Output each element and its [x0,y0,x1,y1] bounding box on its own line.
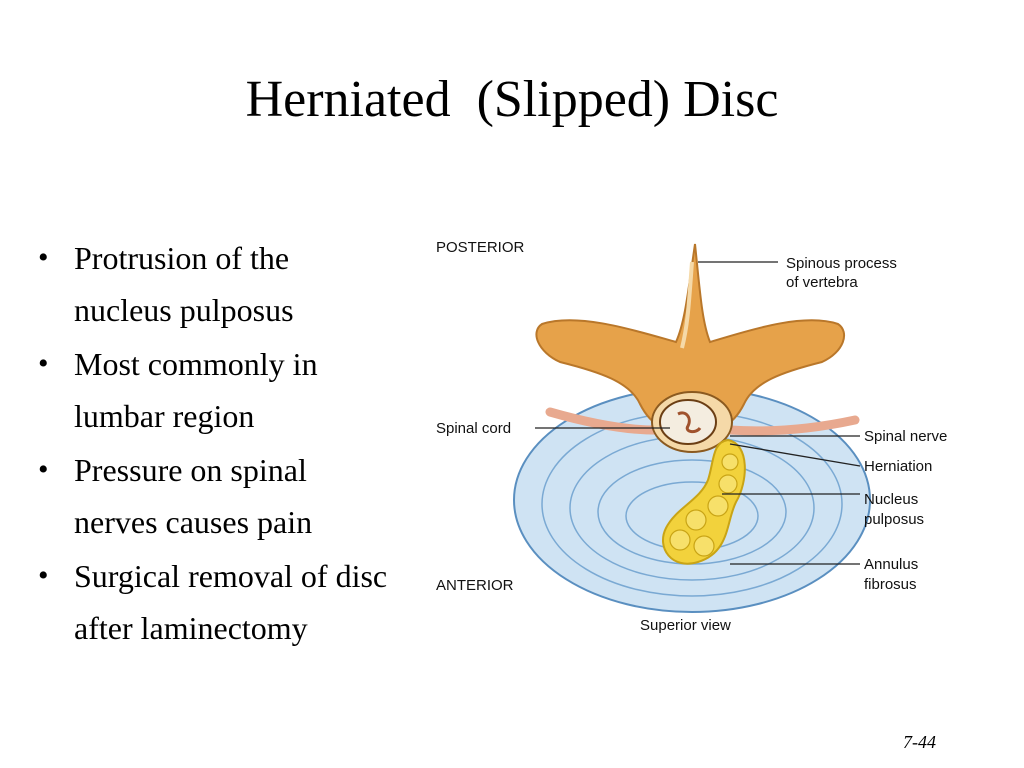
bullet-text: Most commonly in lumbar region [74,346,318,434]
anatomy-figure: POSTERIOR ANTERIOR Spinous process of ve… [430,232,970,642]
figure-caption: Superior view [640,617,731,634]
leader-line-herniation [729,443,861,467]
nucleus-lobe [718,474,738,494]
label-anterior: ANTERIOR [436,577,514,594]
label-nucleus-line1: Nucleus [864,491,918,508]
bullet-list: • Protrusion of the nucleus pulposus • Mos… [30,232,390,656]
bullet-text: Protrusion of the nucleus pulposus [74,240,294,328]
nucleus-lobe [685,509,707,531]
bullet-item: • Pressure on spinal nerves causes pain [30,444,390,548]
vertebra-disc-illustration: POSTERIOR ANTERIOR Spinous process of ve… [436,239,947,634]
nucleus-lobe [707,495,729,517]
label-spinous-line1: Spinous process [786,255,897,272]
bullet-dot-icon: • [38,347,49,380]
label-spinous-line2: of vertebra [786,274,858,291]
label-annulus-line2: fibrosus [864,576,917,593]
slide-title: Herniated (Slipped) Disc [245,71,779,128]
nucleus-lobe [721,453,739,471]
label-herniation: Herniation [864,458,932,475]
label-nucleus-line2: pulposus [864,511,924,528]
nucleus-lobe [669,529,691,551]
bullet-item: • Protrusion of the nucleus pulposus [30,232,390,336]
label-spinal-nerve: Spinal nerve [864,428,947,445]
page-number: 7-44 [903,732,936,752]
label-spinal-cord: Spinal cord [436,420,511,437]
bullet-dot-icon: • [38,453,49,486]
label-annulus-line1: Annulus [864,556,918,573]
bullet-text: Pressure on spinal nerves causes pain [74,452,313,540]
bullet-item: • Most commonly in lumbar region [30,338,390,442]
label-posterior: POSTERIOR [436,239,525,256]
bone-highlight [680,261,694,349]
nucleus-lobe [693,535,715,557]
bullet-dot-icon: • [38,559,49,592]
cord-grey-matter [677,411,702,434]
spinal-nerve-right [725,415,860,436]
bullet-text: Surgical removal of disc after laminecto… [74,558,388,646]
bullet-item: • Surgical removal of disc after laminect… [30,550,390,654]
bullet-dot-icon: • [38,241,49,274]
